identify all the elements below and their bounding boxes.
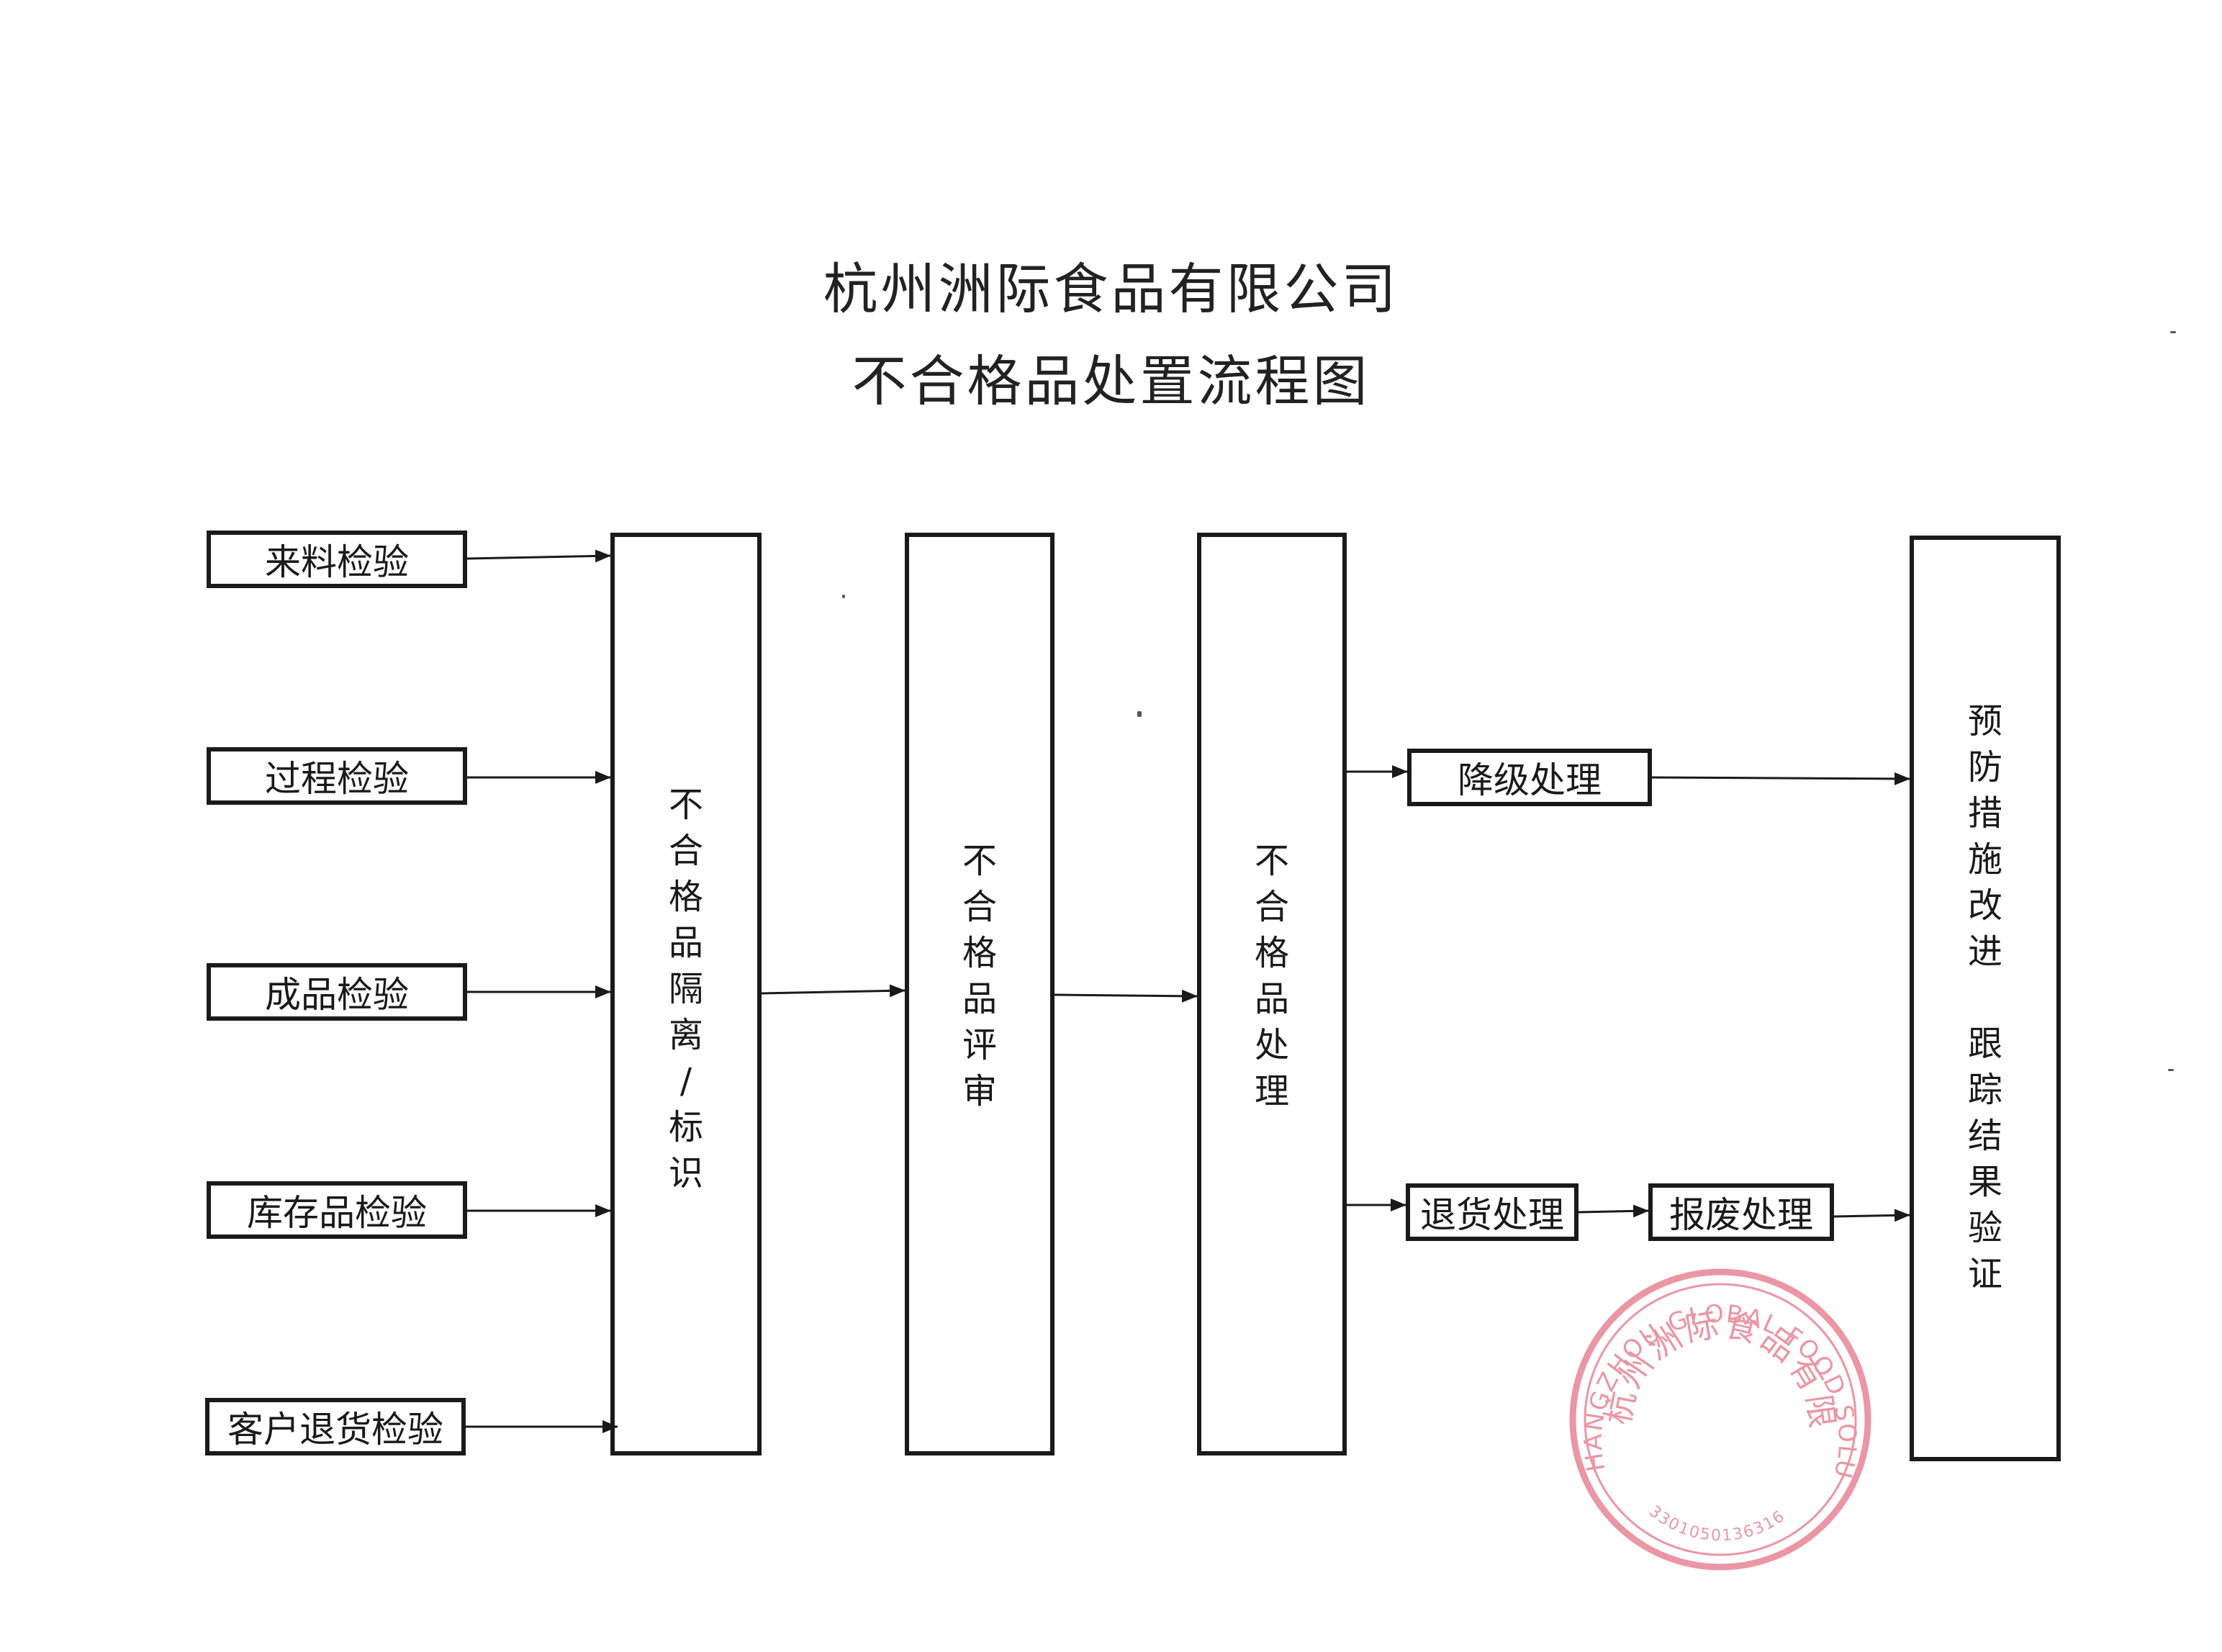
arrow-review-to-handle (1054, 989, 1198, 1003)
svg-text:杭州洲际食品有限公司: 杭州洲际食品有限公司 (1562, 1261, 1843, 1433)
seal-code-text: 3301050136316 (1645, 1502, 1787, 1545)
scan-speck (2168, 1069, 2174, 1071)
isolate-identify-box: 不 合 格 品 隔 离 / 标 识 (610, 533, 762, 1455)
inventory-inspection-box: 库存品检验 (207, 1181, 467, 1239)
seal-chinese-text: 杭州洲际食品有限公司 (1562, 1261, 1840, 1433)
customer-return-inspection-box: 客户退货检验 (205, 1398, 466, 1455)
prevent-verify-label: 预 防 措 施 改 进 跟 踪 结 果 验 证 (1967, 701, 2002, 1294)
arrow-incoming-to-isolate (466, 549, 611, 563)
review-box: 不 合 格 品 评 审 (905, 533, 1054, 1455)
handle-box: 不 合 格 品 处 理 (1197, 533, 1347, 1455)
company-title: 杭州洲际食品有限公司 (823, 257, 1399, 321)
arrow-isolate-to-review (761, 984, 905, 998)
finished-inspection-box: 成品检验 (207, 963, 467, 1021)
scan-speck (1137, 711, 1142, 717)
svg-text:3301050136316: 3301050136316 (1645, 1502, 1789, 1545)
arrow-scrap-to-prevent (1833, 1209, 1910, 1222)
review-label: 不 合 格 品 评 审 (962, 841, 997, 1111)
diagram-title: 不合格品处置流程图 (852, 349, 1370, 413)
arrow-downgrade-to-prevent (1651, 772, 1910, 785)
handle-label: 不 合 格 品 处 理 (1254, 841, 1289, 1111)
incoming-inspection-box: 来料检验 (207, 531, 467, 588)
arrow-return-to-scrap (1578, 1204, 1649, 1218)
isolate-identify-label: 不 合 格 品 隔 离 / 标 识 (668, 785, 703, 1193)
prevent-verify-box: 预 防 措 施 改 进 跟 踪 结 果 验 证 (1910, 536, 2061, 1461)
return-box: 退货处理 (1406, 1183, 1579, 1241)
scan-speck (842, 595, 845, 598)
scan-speck (2170, 331, 2176, 333)
process-inspection-box: 过程检验 (207, 747, 467, 805)
company-seal: HANGZHOU GLOBAL FOOD SOLUTIONS COMPANY L… (1562, 1261, 1871, 1571)
downgrade-box: 降级处理 (1407, 749, 1652, 806)
scrap-box: 报废处理 (1648, 1183, 1834, 1241)
